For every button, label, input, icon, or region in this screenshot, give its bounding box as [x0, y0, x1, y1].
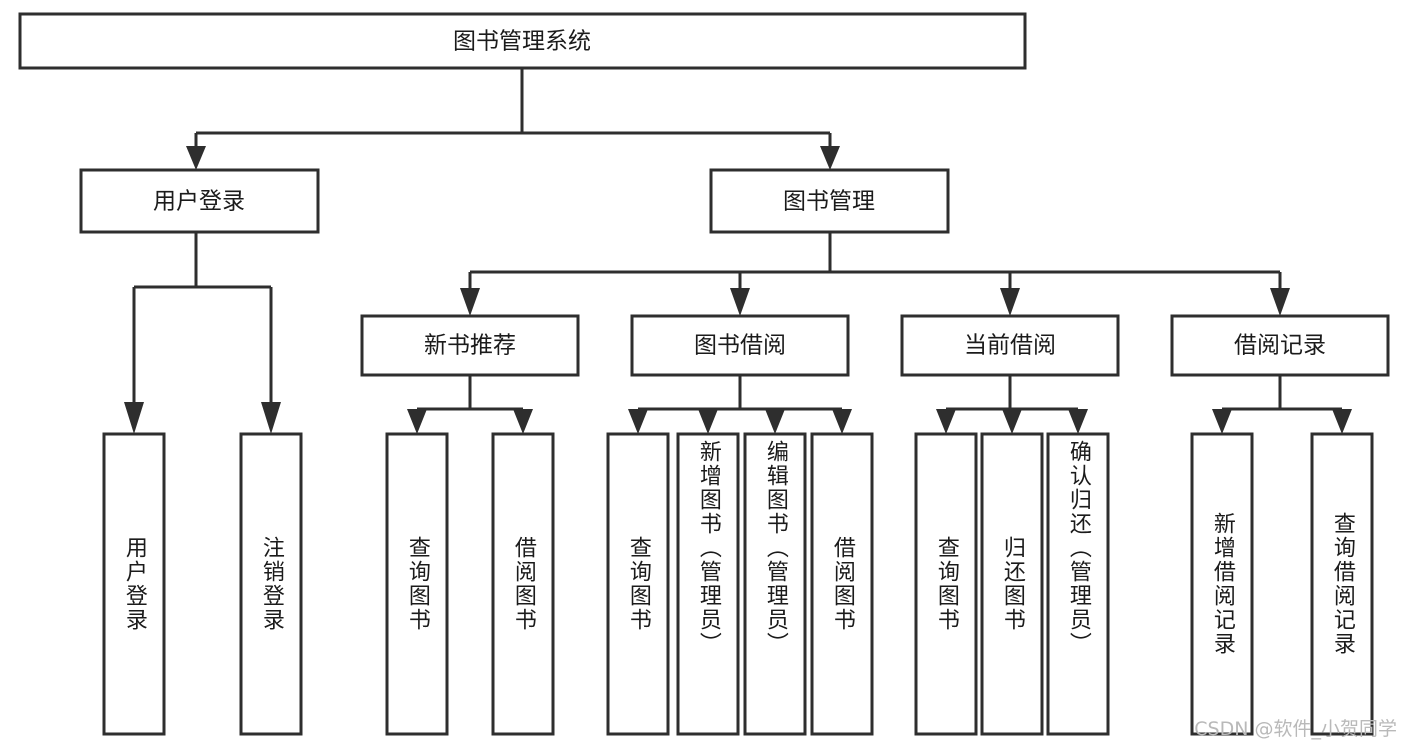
- arrow-head-cb-1: [936, 409, 956, 434]
- arrow-head-user-login: [186, 146, 206, 170]
- node-leaf-current-borrow-1-box[interactable]: [914, 432, 978, 736]
- node-leaf-current-borrow-2-box[interactable]: [980, 432, 1044, 736]
- node-leaf-current-borrow-3-box[interactable]: [1046, 432, 1110, 736]
- arrow-head-br-1: [1212, 409, 1232, 434]
- arrow-head-ul-leaf-2: [261, 402, 281, 434]
- node-user-login-box[interactable]: [79, 168, 320, 234]
- arrow-head-bb-3: [765, 409, 785, 434]
- node-book-management-label: 图书管理: [783, 189, 875, 215]
- node-layer: 图书管理系统 用户登录 图书管理 新书推荐 图书借阅 当前借阅 借阅记录: [18, 12, 1390, 736]
- connector-layer: [124, 68, 1352, 434]
- node-leaf-borrow-record-1-box[interactable]: [1190, 432, 1254, 736]
- node-leaf-new-book-2-box[interactable]: [491, 432, 555, 736]
- node-borrow-record-label: 借阅记录: [1234, 333, 1326, 359]
- node-book-borrow-label: 图书借阅: [694, 333, 786, 359]
- arrow-head-l3-2: [730, 288, 750, 316]
- node-leaf-book-borrow-1-box[interactable]: [606, 432, 670, 736]
- node-leaf-book-borrow-2-box[interactable]: [676, 432, 740, 736]
- arrow-head-nbr-1: [407, 409, 427, 434]
- arrow-head-cb-2: [1002, 409, 1022, 434]
- arrow-head-bb-4: [832, 409, 852, 434]
- node-current-borrow-label: 当前借阅: [964, 333, 1056, 359]
- arrow-head-br-2: [1332, 409, 1352, 434]
- arrow-head-nbr-2: [513, 409, 533, 434]
- arrow-head-bb-2: [698, 409, 718, 434]
- node-leaf-user-login-2-box[interactable]: [239, 432, 303, 736]
- node-new-book-recommend-box[interactable]: [360, 314, 580, 377]
- node-user-login-label: 用户登录: [153, 189, 245, 215]
- arrow-head-ul-leaf-1: [124, 402, 144, 434]
- node-root-box[interactable]: [18, 12, 1027, 70]
- node-leaf-book-borrow-3-box[interactable]: [743, 432, 807, 736]
- node-leaf-new-book-1-box[interactable]: [385, 432, 449, 736]
- node-leaf-book-borrow-4-box[interactable]: [810, 432, 874, 736]
- node-leaf-user-login-1-box[interactable]: [102, 432, 166, 736]
- arrow-head-l3-1: [460, 288, 480, 316]
- node-new-book-recommend-label: 新书推荐: [424, 333, 516, 359]
- node-book-borrow-box[interactable]: [630, 314, 850, 377]
- node-root-label: 图书管理系统: [453, 29, 591, 55]
- arrow-head-l3-3: [1000, 288, 1020, 316]
- node-book-management-box[interactable]: [709, 168, 950, 234]
- arrow-head-bb-1: [628, 409, 648, 434]
- node-current-borrow-box[interactable]: [900, 314, 1120, 377]
- arrow-head-cb-3: [1068, 409, 1088, 434]
- arrow-head-book-mgmt: [820, 146, 840, 170]
- arrow-head-l3-4: [1270, 288, 1290, 316]
- node-leaf-borrow-record-2-box[interactable]: [1310, 432, 1374, 736]
- node-borrow-record-box[interactable]: [1170, 314, 1390, 377]
